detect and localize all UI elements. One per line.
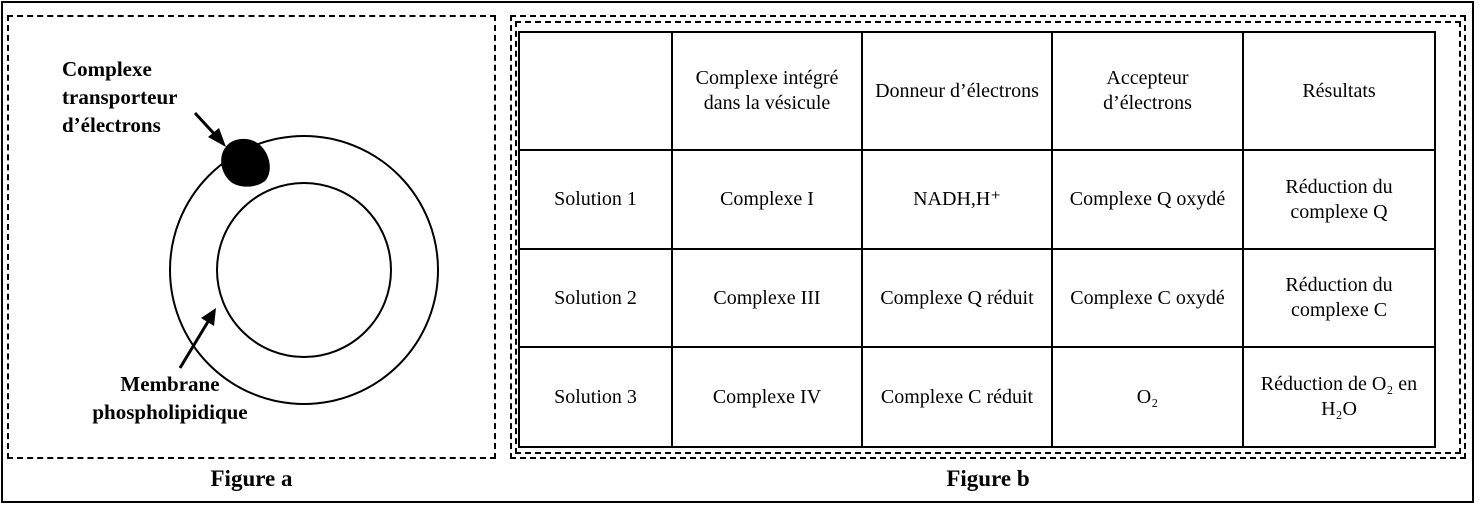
vesicle-diagram	[169, 111, 439, 405]
row-donneur: Complexe C réduit	[861, 346, 1053, 448]
row-resultat: Réduction de O₂ en H₂O	[1242, 346, 1436, 448]
row-complexe: Complexe IV	[671, 346, 863, 448]
outer-membrane-circle	[169, 135, 439, 405]
row-donneur: Complexe Q réduit	[861, 248, 1053, 348]
row-accepteur: Complexe C oxydé	[1051, 248, 1244, 348]
membrane-label: Membrane phospholipidique	[60, 370, 280, 426]
table-row: Solution 1 Complexe I NADH,H⁺ Complexe Q…	[518, 149, 1436, 250]
row-solution: Solution 2	[518, 248, 673, 348]
transport-complex-blob	[221, 138, 270, 187]
header-complexe: Complexe intégré dans la vésicule	[671, 31, 863, 151]
membrane-arrow-line	[178, 319, 211, 369]
row-complexe: Complexe I	[671, 149, 863, 250]
inner-membrane-circle	[216, 182, 392, 358]
row-resultat: Réduction du complexe C	[1242, 248, 1436, 348]
header-accepteur: Accepteur d’électrons	[1051, 31, 1244, 151]
row-donneur: NADH,H⁺	[861, 149, 1053, 250]
results-table: Complexe intégré dans la vésicule Donneu…	[518, 31, 1436, 448]
figure-b-outer-frame	[510, 15, 1466, 459]
membrane-arrow-head	[201, 308, 216, 326]
complex-label: Complexe transporteur d’électrons	[62, 55, 177, 139]
table-header-row: Complexe intégré dans la vésicule Donneu…	[518, 31, 1436, 151]
row-solution: Solution 3	[518, 346, 673, 448]
header-donneur: Donneur d’électrons	[861, 31, 1053, 151]
figure-a-caption: Figure a	[210, 466, 293, 491]
figure-b-inner-frame	[515, 21, 1461, 454]
membrane-label-line-1: Membrane	[120, 372, 220, 396]
header-resultats: Résultats	[1242, 31, 1436, 151]
header-empty	[518, 31, 673, 151]
table-row: Solution 3 Complexe IV Complexe C réduit…	[518, 346, 1436, 448]
membrane-label-line-2: phospholipidique	[92, 400, 248, 424]
row-accepteur: O₂	[1051, 346, 1244, 448]
table-row: Solution 2 Complexe III Complexe Q rédui…	[518, 248, 1436, 348]
figure-b-caption: Figure b	[946, 466, 1030, 491]
row-solution: Solution 1	[518, 149, 673, 250]
complex-label-line-3: d’électrons	[62, 113, 161, 137]
complex-arrow-head	[208, 128, 226, 147]
complex-label-line-1: Complexe	[62, 57, 152, 81]
figure-a-frame	[7, 15, 496, 459]
row-complexe: Complexe III	[671, 248, 863, 348]
row-accepteur: Complexe Q oxydé	[1051, 149, 1244, 250]
complex-label-line-2: transporteur	[62, 85, 178, 109]
row-resultat: Réduction du complexe Q	[1242, 149, 1436, 250]
